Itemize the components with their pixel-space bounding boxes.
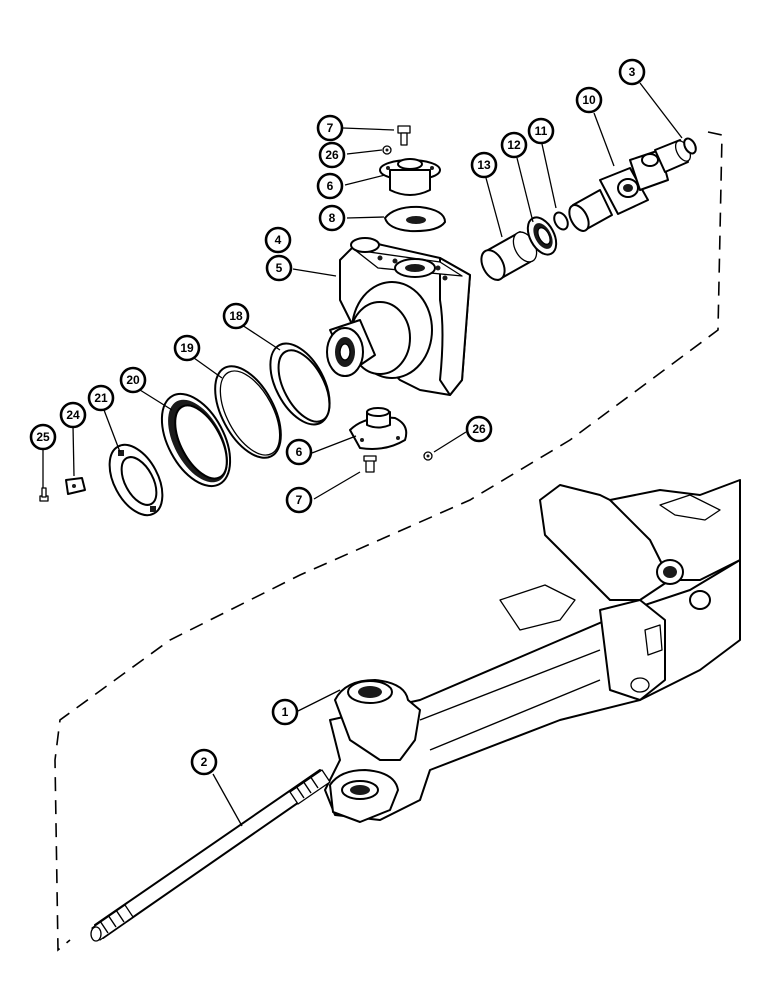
callout-label: 4 xyxy=(275,233,282,247)
callout-26-bottom: 26 xyxy=(465,415,493,443)
callout-label: 13 xyxy=(477,158,491,172)
callout-6-top: 6 xyxy=(316,172,344,200)
callout-label: 5 xyxy=(276,261,283,275)
callout-label: 7 xyxy=(296,493,303,507)
callout-label: 1 xyxy=(282,705,289,719)
circlip-3 xyxy=(683,137,697,155)
axle-housing xyxy=(324,479,741,823)
callout-25: 25 xyxy=(29,423,57,451)
callout-label: 6 xyxy=(296,445,303,459)
callout-26-top: 26 xyxy=(318,141,346,169)
callout-24: 24 xyxy=(59,401,87,429)
callout-label: 25 xyxy=(36,430,50,444)
callout-label: 11 xyxy=(535,124,548,138)
callout-label: 2 xyxy=(201,755,208,769)
callout-label: 10 xyxy=(582,93,596,107)
axle-shaft xyxy=(90,769,331,942)
callout-label: 26 xyxy=(472,422,486,436)
ring-18 xyxy=(269,342,331,426)
callout-12: 12 xyxy=(500,131,528,159)
lock-nut-21 xyxy=(108,443,164,517)
top-bolt xyxy=(397,125,411,146)
callout-label: 12 xyxy=(507,138,521,152)
swivel-housing xyxy=(326,237,471,396)
assembly-boundary-dashed xyxy=(54,131,723,952)
bottom-bolt xyxy=(363,455,377,473)
seal-20 xyxy=(160,392,232,488)
callout-21: 21 xyxy=(87,384,115,412)
callout-label: 8 xyxy=(329,211,336,225)
callout-label: 6 xyxy=(327,179,334,193)
callout-4: 4 xyxy=(264,226,292,254)
bottom-king-pin xyxy=(349,407,408,450)
universal-joint-shaft xyxy=(568,139,692,232)
top-king-pin xyxy=(379,158,441,196)
callout-7-bottom: 7 xyxy=(285,486,313,514)
callout-6-bottom: 6 xyxy=(285,438,313,466)
callout-20: 20 xyxy=(119,366,147,394)
seal-12 xyxy=(526,216,558,256)
callout-11: 11 xyxy=(527,117,555,145)
callout-19: 19 xyxy=(173,334,201,362)
callout-label: 18 xyxy=(229,309,243,323)
callout-label: 26 xyxy=(325,148,339,162)
callout-13: 13 xyxy=(470,151,498,179)
callout-label: 21 xyxy=(94,391,108,405)
callout-label: 7 xyxy=(327,121,334,135)
leader-lines xyxy=(42,82,683,827)
callout-10: 10 xyxy=(575,86,603,114)
ring-19 xyxy=(214,365,282,459)
top-grease-fitting xyxy=(382,145,392,155)
callout-18: 18 xyxy=(222,302,250,330)
callout-2: 2 xyxy=(190,748,218,776)
callout-label: 19 xyxy=(180,341,194,355)
callout-3: 3 xyxy=(618,58,646,86)
circlip-11 xyxy=(553,211,569,231)
screw-25 xyxy=(39,487,49,502)
callout-7-top: 7 xyxy=(316,114,344,142)
bottom-grease-fitting xyxy=(423,451,433,461)
callout-1: 1 xyxy=(271,698,299,726)
lock-plate-24 xyxy=(65,477,86,495)
callout-label: 20 xyxy=(126,373,140,387)
callout-5: 5 xyxy=(265,254,293,282)
callout-label: 24 xyxy=(66,408,80,422)
callout-label: 3 xyxy=(629,65,636,79)
callout-8: 8 xyxy=(318,204,346,232)
top-shim xyxy=(384,205,446,233)
